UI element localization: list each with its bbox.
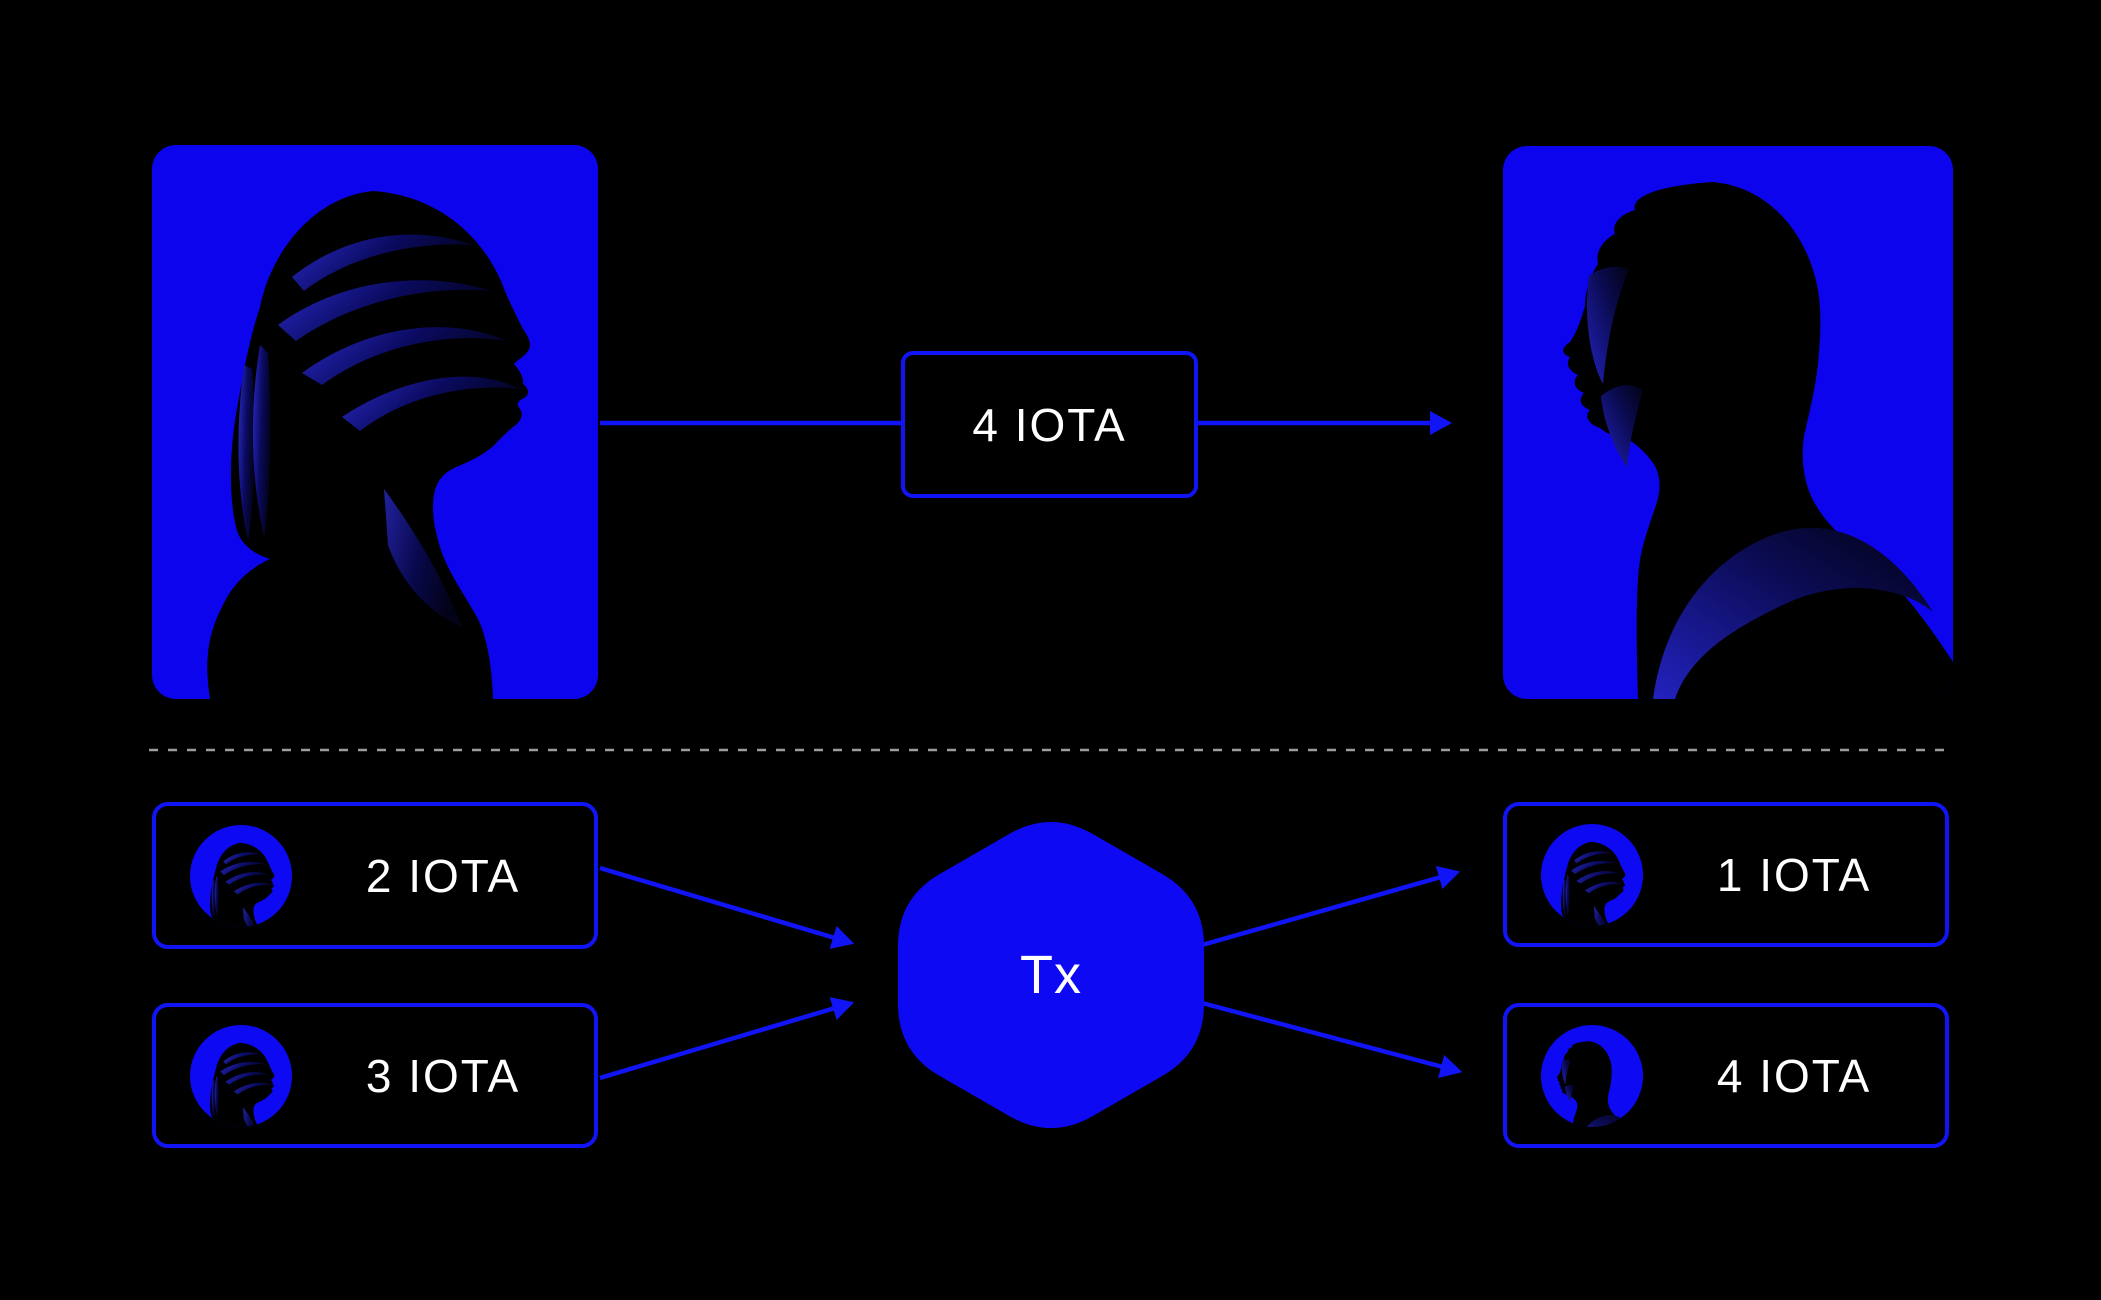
woman-avatar-icon — [190, 824, 292, 927]
output-2-amount-label: 4 IOTA — [1716, 1049, 1872, 1102]
woman-avatar-icon — [190, 1024, 292, 1127]
man-avatar-icon — [1541, 1024, 1643, 1127]
input-1-amount-label: 2 IOTA — [365, 849, 521, 902]
output-box-1: 1 IOTA — [1503, 802, 1949, 947]
man-silhouette-icon — [1503, 146, 1953, 699]
sender-portrait-card — [152, 145, 598, 699]
input-box-2: 3 IOTA — [152, 1003, 598, 1148]
arrow-tx-to-output1 — [1201, 866, 1461, 948]
woman-avatar-icon — [1541, 823, 1643, 926]
arrow-input2-to-tx — [599, 997, 855, 1081]
transfer-amount-label: 4 IOTA — [972, 398, 1127, 451]
transfer-amount-box: 4 IOTA — [901, 351, 1198, 498]
output-1-amount-label: 1 IOTA — [1716, 848, 1872, 901]
arrow-input1-to-tx — [599, 865, 855, 949]
output-box-2: 4 IOTA — [1503, 1003, 1949, 1148]
input-box-1: 2 IOTA — [152, 802, 598, 949]
input-2-amount-label: 3 IOTA — [365, 1049, 521, 1102]
woman-silhouette-icon — [152, 145, 598, 699]
tx-node-label: Tx — [1020, 945, 1082, 1005]
receiver-portrait-card — [1503, 146, 1953, 699]
arrow-tx-to-output2 — [1201, 1000, 1463, 1079]
